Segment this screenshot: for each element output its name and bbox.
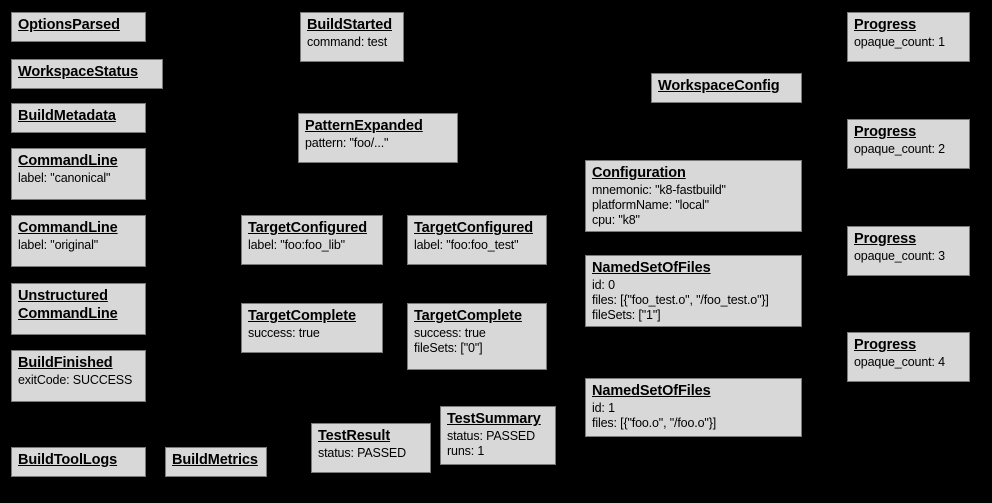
node-title: BuildStarted — [307, 17, 393, 33]
node-workspace-config[interactable]: WorkspaceConfig — [651, 73, 802, 103]
node-field: label: "canonical" — [18, 170, 111, 185]
node-field: success: true — [248, 325, 320, 340]
node-title: BuildToolLogs — [18, 452, 118, 468]
node-title: PatternExpanded — [305, 118, 423, 134]
node-field: label: "original" — [18, 237, 98, 252]
node-field: mnemonic: "k8-fastbuild" — [592, 182, 726, 197]
node-field: files: [{"foo_test.o", "/foo_test.o"}] — [592, 292, 769, 307]
node-field: id: 0 — [592, 277, 615, 292]
node-title: WorkspaceConfig — [658, 78, 780, 94]
node-field: opaque_count: 4 — [854, 354, 945, 369]
node-field: fileSets: ["1"] — [592, 308, 661, 323]
node-title: BuildMetadata — [18, 108, 116, 124]
node-title: Configuration — [592, 165, 686, 181]
node-field: id: 1 — [592, 400, 615, 415]
node-field: status: PASSED — [318, 445, 406, 460]
node-title: TestResult — [318, 428, 391, 444]
node-title: BuildFinished — [18, 355, 113, 371]
node-field: files: [{"foo.o", "/foo.o"}] — [592, 415, 717, 430]
node-title: TargetConfigured — [248, 220, 367, 236]
node-title: TargetComplete — [414, 308, 522, 324]
node-field: status: PASSED — [447, 428, 535, 443]
node-build-tool-logs[interactable]: BuildToolLogs — [11, 447, 146, 477]
node-field: opaque_count: 2 — [854, 141, 945, 156]
node-title: Progress — [854, 337, 917, 353]
node-field: opaque_count: 1 — [854, 34, 945, 49]
node-title: Progress — [854, 124, 917, 140]
node-title: TestSummary — [447, 411, 541, 427]
node-title: WorkspaceStatus — [18, 64, 138, 80]
node-title: Progress — [854, 231, 917, 247]
node-field: success: true — [414, 325, 486, 340]
node-field: fileSets: ["0"] — [414, 340, 483, 355]
node-title: TargetConfigured — [414, 220, 533, 236]
node-title: OptionsParsed — [18, 17, 120, 33]
node-field: command: test — [307, 34, 388, 49]
node-field: platformName: "local" — [592, 197, 709, 212]
node-workspace-status[interactable]: WorkspaceStatus — [11, 59, 163, 89]
node-field: runs: 1 — [447, 443, 485, 458]
node-field: label: "foo:foo_test" — [414, 237, 519, 252]
node-title: TargetComplete — [248, 308, 356, 324]
node-title: Unstructured CommandLine — [18, 288, 118, 322]
node-field: exitCode: SUCCESS — [18, 372, 133, 387]
node-options-parsed[interactable]: OptionsParsed — [11, 12, 146, 42]
node-build-metadata[interactable]: BuildMetadata — [11, 103, 146, 133]
node-build-metrics[interactable]: BuildMetrics — [165, 447, 267, 477]
node-title: Progress — [854, 17, 917, 33]
node-field: label: "foo:foo_lib" — [248, 237, 345, 252]
node-title: CommandLine — [18, 220, 118, 236]
node-title: BuildMetrics — [172, 452, 258, 468]
node-unstructured-command-line[interactable]: Unstructured CommandLine — [11, 283, 146, 335]
node-title: NamedSetOfFiles — [592, 260, 711, 276]
node-field: opaque_count: 3 — [854, 248, 945, 263]
node-field: pattern: "foo/..." — [305, 135, 389, 150]
node-field: cpu: "k8" — [592, 213, 640, 228]
node-title: NamedSetOfFiles — [592, 383, 711, 399]
node-title: CommandLine — [18, 153, 118, 169]
